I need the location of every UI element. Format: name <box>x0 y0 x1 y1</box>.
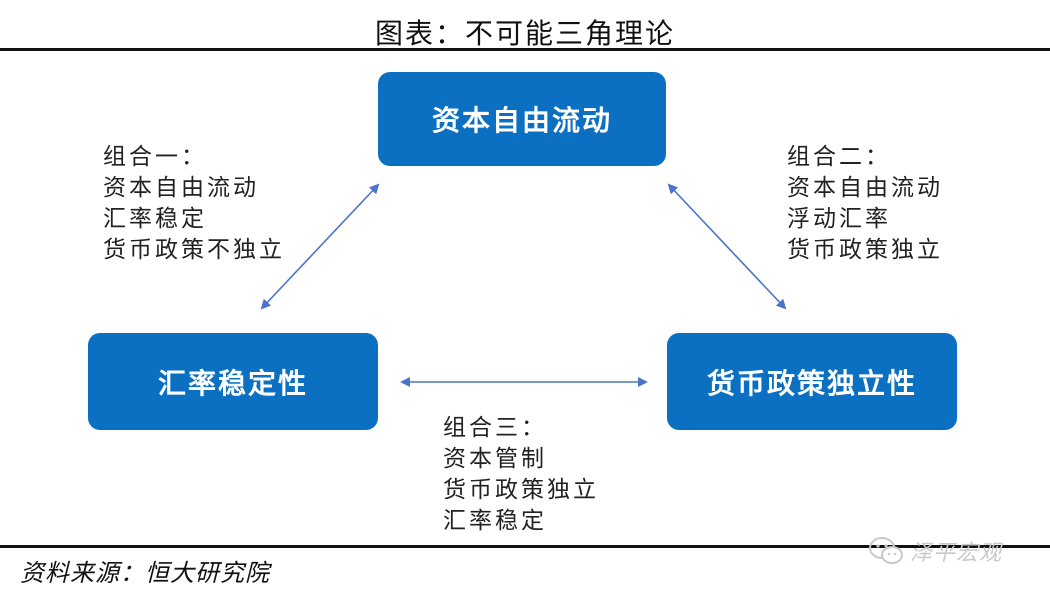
arrow-right-diagonal <box>667 183 787 310</box>
watermark-label: 泽平宏观 <box>910 541 1003 566</box>
source-note: 资料来源：恒大研究院 <box>20 559 270 587</box>
combo-line: 组合一： <box>103 144 207 170</box>
combo-line: 资本自由流动 <box>103 175 259 201</box>
node-capital-mobility: 资本自由流动 <box>378 72 666 166</box>
combo-line: 资本自由流动 <box>787 175 943 201</box>
bottom-rule <box>0 545 1050 548</box>
combo-one-text: 组合一： 资本自由流动 汇率稳定 货币政策不独立 <box>103 142 285 266</box>
node-monetary-independence: 货币政策独立性 <box>667 333 957 430</box>
combo-line: 汇率稳定 <box>103 206 207 232</box>
wechat-icon <box>869 537 903 564</box>
top-rule <box>0 48 1050 51</box>
combo-line: 货币政策独立 <box>443 477 599 503</box>
figure-title: 图表：不可能三角理论 <box>374 17 675 50</box>
arrow-left-diagonal <box>260 183 380 310</box>
node-exchange-rate-stability: 汇率稳定性 <box>88 333 378 430</box>
combo-line: 组合二： <box>787 144 891 170</box>
combo-line: 货币政策不独立 <box>103 237 285 263</box>
combo-three-text: 组合三： 资本管制 货币政策独立 汇率稳定 <box>443 413 599 537</box>
combo-line: 资本管制 <box>443 446 547 472</box>
combo-line: 组合三： <box>443 415 547 441</box>
watermark: 泽平宏观 <box>868 535 1002 567</box>
combo-two-text: 组合二： 资本自由流动 浮动汇率 货币政策独立 <box>787 142 943 266</box>
combo-line: 浮动汇率 <box>787 206 891 232</box>
combo-line: 货币政策独立 <box>787 237 943 263</box>
combo-line: 汇率稳定 <box>443 508 547 534</box>
